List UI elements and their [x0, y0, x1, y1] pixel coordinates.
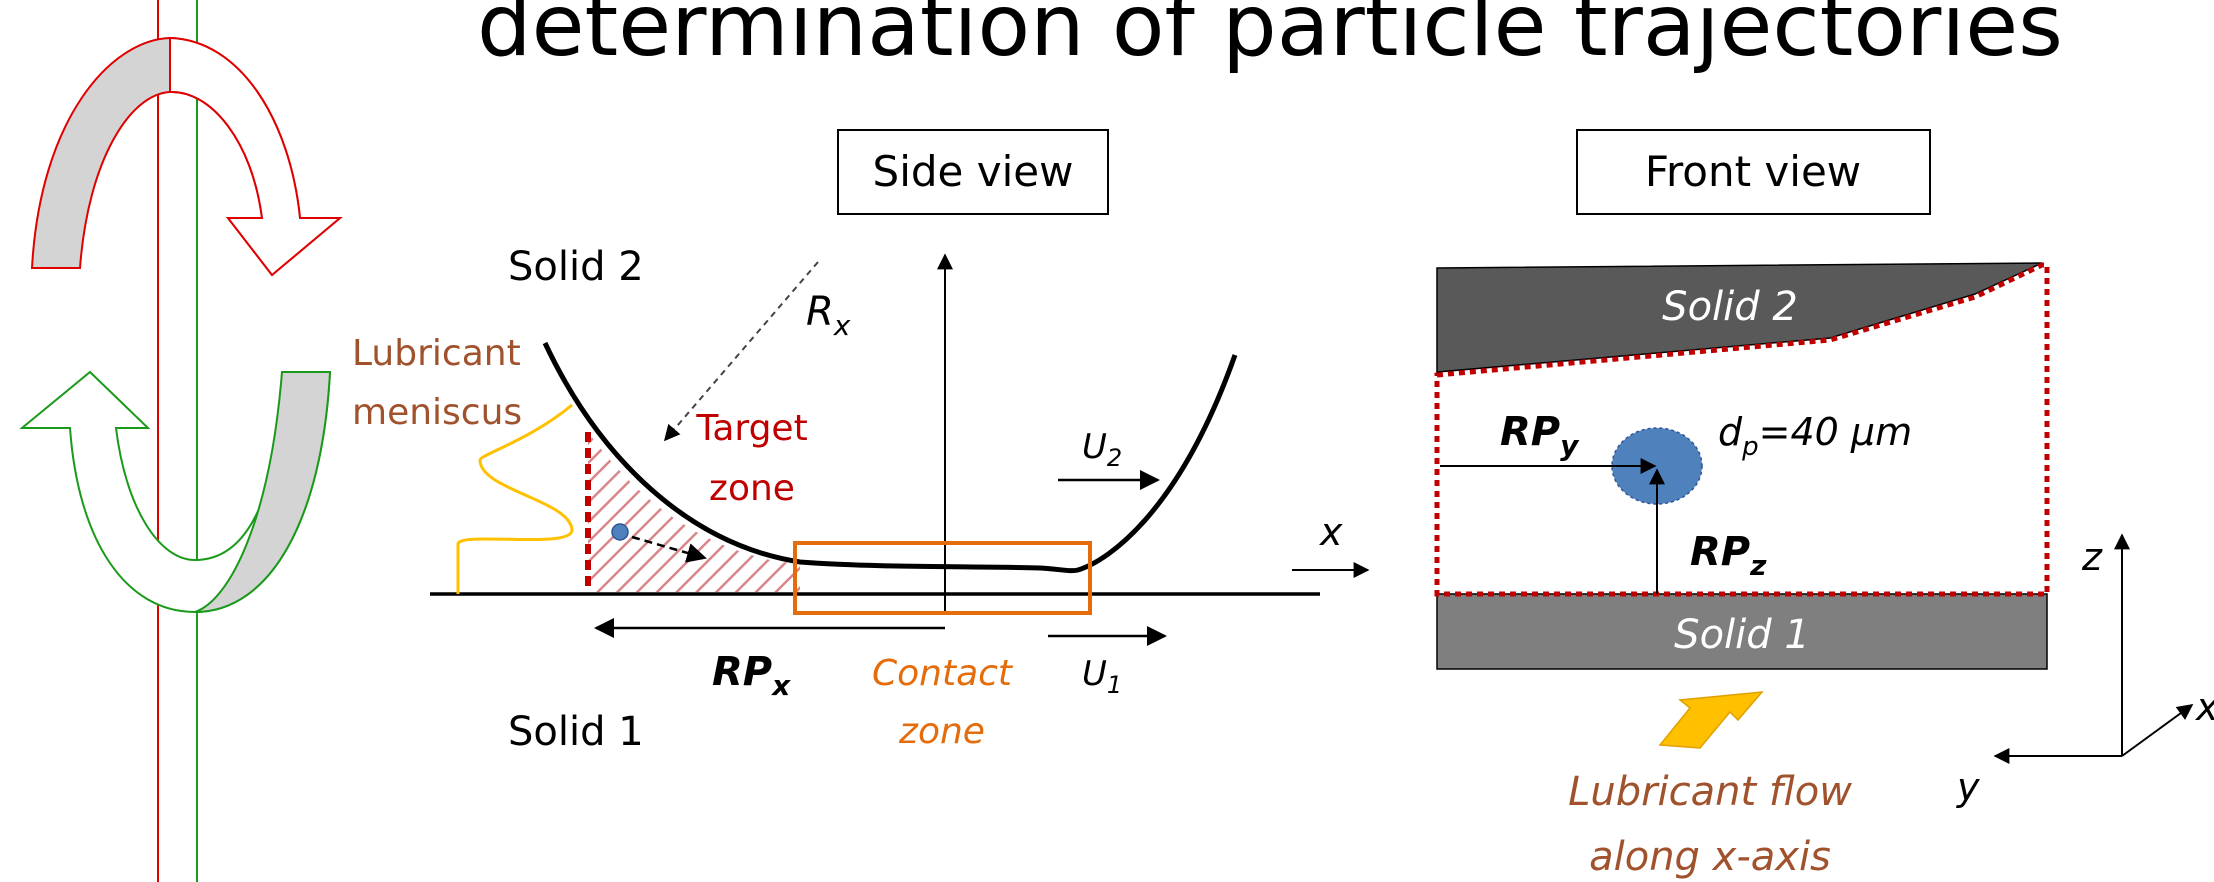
- front-solid1-label: Solid 1: [1674, 612, 1810, 658]
- side-solid2-label: Solid 2: [508, 244, 644, 290]
- contact-zone-label-line2: zone: [898, 711, 985, 752]
- lubricant-meniscus-line: [456, 403, 574, 594]
- solid2-surface: [542, 341, 1238, 574]
- front-solid1-shape: [1436, 593, 2048, 670]
- rpz-label: RP: [1690, 529, 1750, 575]
- coordinate-axes-icon: [1993, 533, 2194, 764]
- rx-label: R: [806, 289, 834, 335]
- u2-subscript: 2: [1107, 444, 1122, 472]
- dp-value: =40 µm: [1759, 410, 1912, 454]
- rotation-arrows-icon: [19, 0, 343, 882]
- rx-subscript: x: [833, 309, 851, 342]
- lubricant-label-line1: Lubricant: [352, 333, 521, 374]
- front-solid2-shape: [1436, 262, 2043, 373]
- svg-text:RPz: RPz: [1690, 529, 1767, 582]
- side-view-label-box: [837, 129, 1109, 215]
- u2-label: U: [1082, 427, 1107, 467]
- side-solid1-label: Solid 1: [508, 709, 644, 755]
- svg-text:RPy: RPy: [1500, 409, 1580, 462]
- lubricant-label-line2: meniscus: [352, 392, 522, 433]
- svg-text:U1: U1: [1082, 654, 1122, 699]
- dp-label: d: [1718, 410, 1743, 454]
- axis-z-label: z: [2081, 535, 2103, 579]
- particle-side-view: [611, 523, 629, 541]
- page-title: determination of particle trajectories: [477, 0, 2063, 76]
- rpy-label: RP: [1500, 409, 1560, 455]
- u1-label: U: [1082, 654, 1107, 694]
- contact-zone-box: [793, 541, 1092, 615]
- axis-x-label: x: [2195, 685, 2214, 729]
- front-view-label: Front view: [1645, 147, 1861, 196]
- contact-zone-label-line1: Contact: [872, 653, 1014, 694]
- target-zone-label-line1: Target: [695, 408, 807, 449]
- front-domain-boundary: [1434, 262, 2050, 597]
- lubricant-flow-arrow-icon: [1658, 691, 1764, 749]
- rpy-subscript: y: [1560, 429, 1580, 462]
- svg-text:Rx: Rx: [806, 289, 851, 342]
- axis-y-label: y: [1956, 765, 1980, 809]
- side-view-label: Side view: [873, 147, 1074, 196]
- front-view-label-box: [1576, 129, 1931, 215]
- target-zone-label-line2: zone: [709, 468, 795, 509]
- dp-subscript: p: [1741, 432, 1759, 462]
- flow-label-line2: along x-axis: [1589, 834, 1831, 880]
- flow-label-line1: Lubricant flow: [1568, 769, 1852, 815]
- particle-front-view: [1611, 427, 1703, 505]
- u1-subscript: 1: [1107, 671, 1122, 699]
- rpx-label: RP: [712, 649, 772, 695]
- side-x-axis-label: x: [1319, 510, 1343, 554]
- side-view-diagram: Side view Solid 2 Solid 1 Rx Lubricant m…: [352, 129, 1370, 755]
- front-solid2-label: Solid 2: [1662, 284, 1798, 330]
- svg-text:RPx: RPx: [712, 649, 791, 702]
- svg-text:U2: U2: [1082, 427, 1122, 472]
- front-view-diagram: Front view Solid 2 Solid 1 RPy RPz dp=40…: [1434, 129, 2214, 880]
- rpz-subscript: z: [1749, 549, 1767, 582]
- rpx-subscript: x: [770, 669, 791, 702]
- target-zone-area: [588, 432, 800, 592]
- svg-text:dp=40 µm: dp=40 µm: [1718, 410, 1912, 462]
